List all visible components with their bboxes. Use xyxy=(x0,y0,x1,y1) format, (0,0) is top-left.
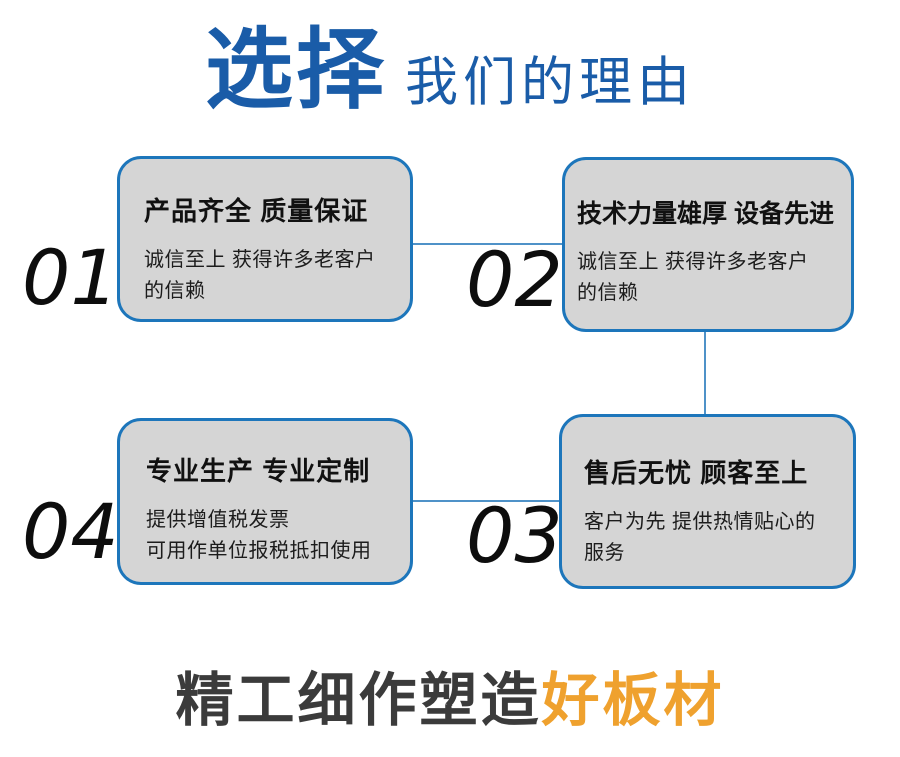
feature-box-title: 专业生产 专业定制 xyxy=(146,456,371,486)
feature-box-title: 售后无忧 顾客至上 xyxy=(584,458,809,488)
feature-box-2: 技术力量雄厚 设备先进 诚信至上 获得许多老客户 的信赖 xyxy=(562,157,854,332)
feature-box-title: 技术力量雄厚 设备先进 xyxy=(577,200,834,228)
connector-line-box2-box3 xyxy=(704,331,706,415)
feature-box-description: 客户为先 提供热情贴心的 服务 xyxy=(584,511,816,564)
step-number-02: 02 xyxy=(466,235,563,324)
feature-box-description: 诚信至上 获得许多老客户 的信赖 xyxy=(144,249,376,302)
feature-box-description: 提供增值税发票 可用作单位报税抵扣使用 xyxy=(146,509,372,562)
footer-slogan: 精工细作塑造好板材 xyxy=(0,668,900,735)
feature-box-title: 产品齐全 质量保证 xyxy=(144,196,369,226)
step-number-01: 01 xyxy=(22,233,119,322)
title-highlight: 选择 xyxy=(204,20,387,119)
feature-box-4: 专业生产 专业定制 提供增值税发票 可用作单位报税抵扣使用 xyxy=(117,418,413,585)
connector-line-box4-box3 xyxy=(412,500,562,502)
slogan-accent-text: 好板材 xyxy=(541,668,725,733)
connector-line-box1-box2 xyxy=(412,243,562,245)
feature-box-description: 诚信至上 获得许多老客户 的信赖 xyxy=(577,251,809,304)
step-number-03: 03 xyxy=(466,491,563,580)
page-title: 选择 我们的理由 xyxy=(0,20,900,119)
feature-box-3: 售后无忧 顾客至上 客户为先 提供热情贴心的 服务 xyxy=(559,414,856,589)
slogan-dark-text: 精工细作塑造 xyxy=(175,668,542,733)
title-rest: 我们的理由 xyxy=(405,53,695,112)
feature-box-1: 产品齐全 质量保证 诚信至上 获得许多老客户 的信赖 xyxy=(117,156,413,322)
step-number-04: 04 xyxy=(22,487,119,576)
